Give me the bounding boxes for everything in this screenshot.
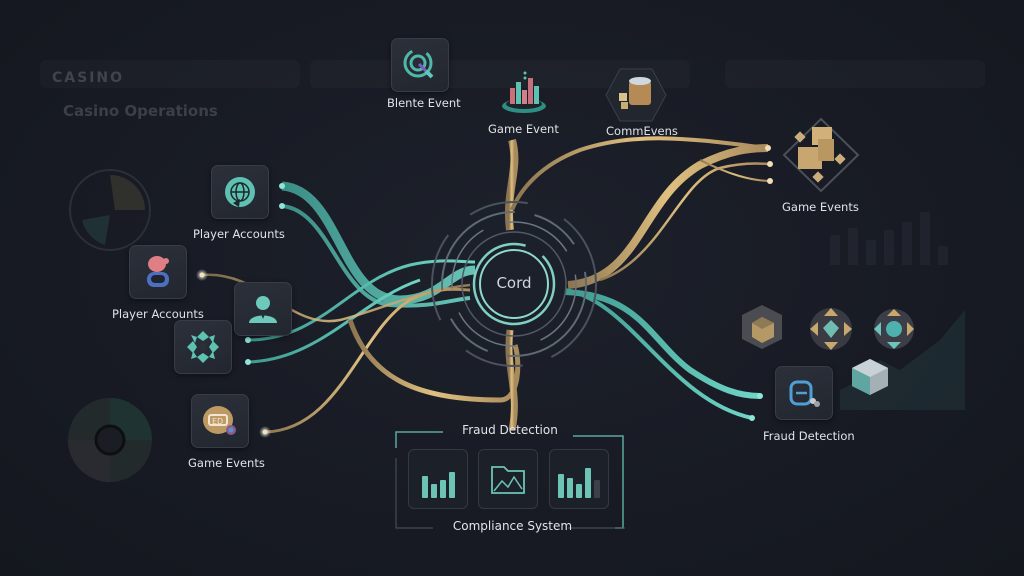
group-title: Fraud Detection (462, 423, 558, 437)
group-subtitle: Compliance System (452, 519, 573, 533)
node-label: Game Events (782, 200, 859, 214)
page-title: Casino Operations (63, 102, 218, 120)
ribbon (281, 181, 476, 305)
radar-icon (391, 38, 449, 92)
hub-node-label: Cord (496, 274, 532, 292)
chip-stack-icon (502, 71, 546, 113)
pie-chart-icon (68, 398, 152, 482)
cubes-icon (782, 117, 860, 193)
node-label: Player Accounts (112, 307, 204, 321)
user-icon (234, 282, 292, 336)
bar-chart-icon[interactable] (549, 449, 609, 509)
node-label: Game Event (488, 122, 559, 136)
node-label: Game Events (188, 456, 265, 470)
hex-cube-icon (742, 305, 782, 349)
node-label: CommEvens (606, 124, 678, 138)
hub-node[interactable] (474, 244, 554, 324)
folder-chart-icon[interactable] (478, 449, 538, 509)
brand-logo: CASINO (52, 70, 125, 86)
gem-wheel-icon (810, 308, 852, 350)
hub-rings (431, 201, 597, 367)
token-icon: ED (191, 394, 249, 448)
node-label: Blente Event (387, 96, 461, 110)
node-label: Fraud Detection (763, 429, 855, 443)
donut-chart-icon (69, 169, 151, 251)
svg-text:ED: ED (212, 417, 223, 426)
flower-icon (174, 320, 232, 374)
dice-cup-icon (605, 68, 667, 122)
globe-icon (211, 165, 269, 219)
gem-wheel-icon (874, 309, 914, 349)
bag-icon (775, 366, 833, 420)
cube-icon (852, 359, 888, 395)
bar-chart-icon[interactable] (408, 449, 468, 509)
node-label: Player Accounts (193, 227, 285, 241)
bracket-frame (395, 431, 625, 529)
user-badge-icon (129, 245, 187, 299)
